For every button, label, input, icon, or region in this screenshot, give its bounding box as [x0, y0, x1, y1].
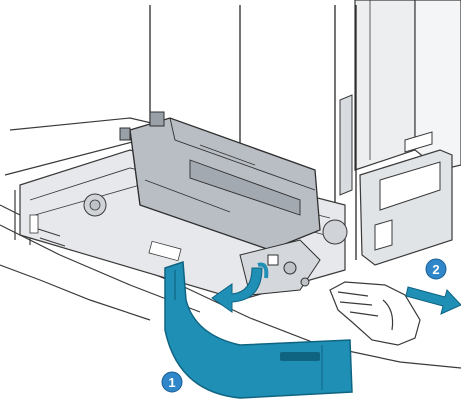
handle-slot — [280, 352, 320, 361]
svg-text:2: 2 — [432, 262, 439, 277]
release-arrow — [211, 262, 269, 313]
pull-direction-arrow — [405, 286, 461, 315]
tray-knob-right — [322, 219, 348, 245]
hand-illustration — [329, 281, 421, 346]
blue-pull-handle — [164, 260, 353, 399]
step-badge-2: 2 — [425, 258, 447, 280]
step-badge-1: 1 — [161, 371, 183, 393]
side-door-panel — [339, 0, 461, 266]
svg-text:1: 1 — [168, 375, 175, 390]
drum-unit — [119, 111, 321, 251]
